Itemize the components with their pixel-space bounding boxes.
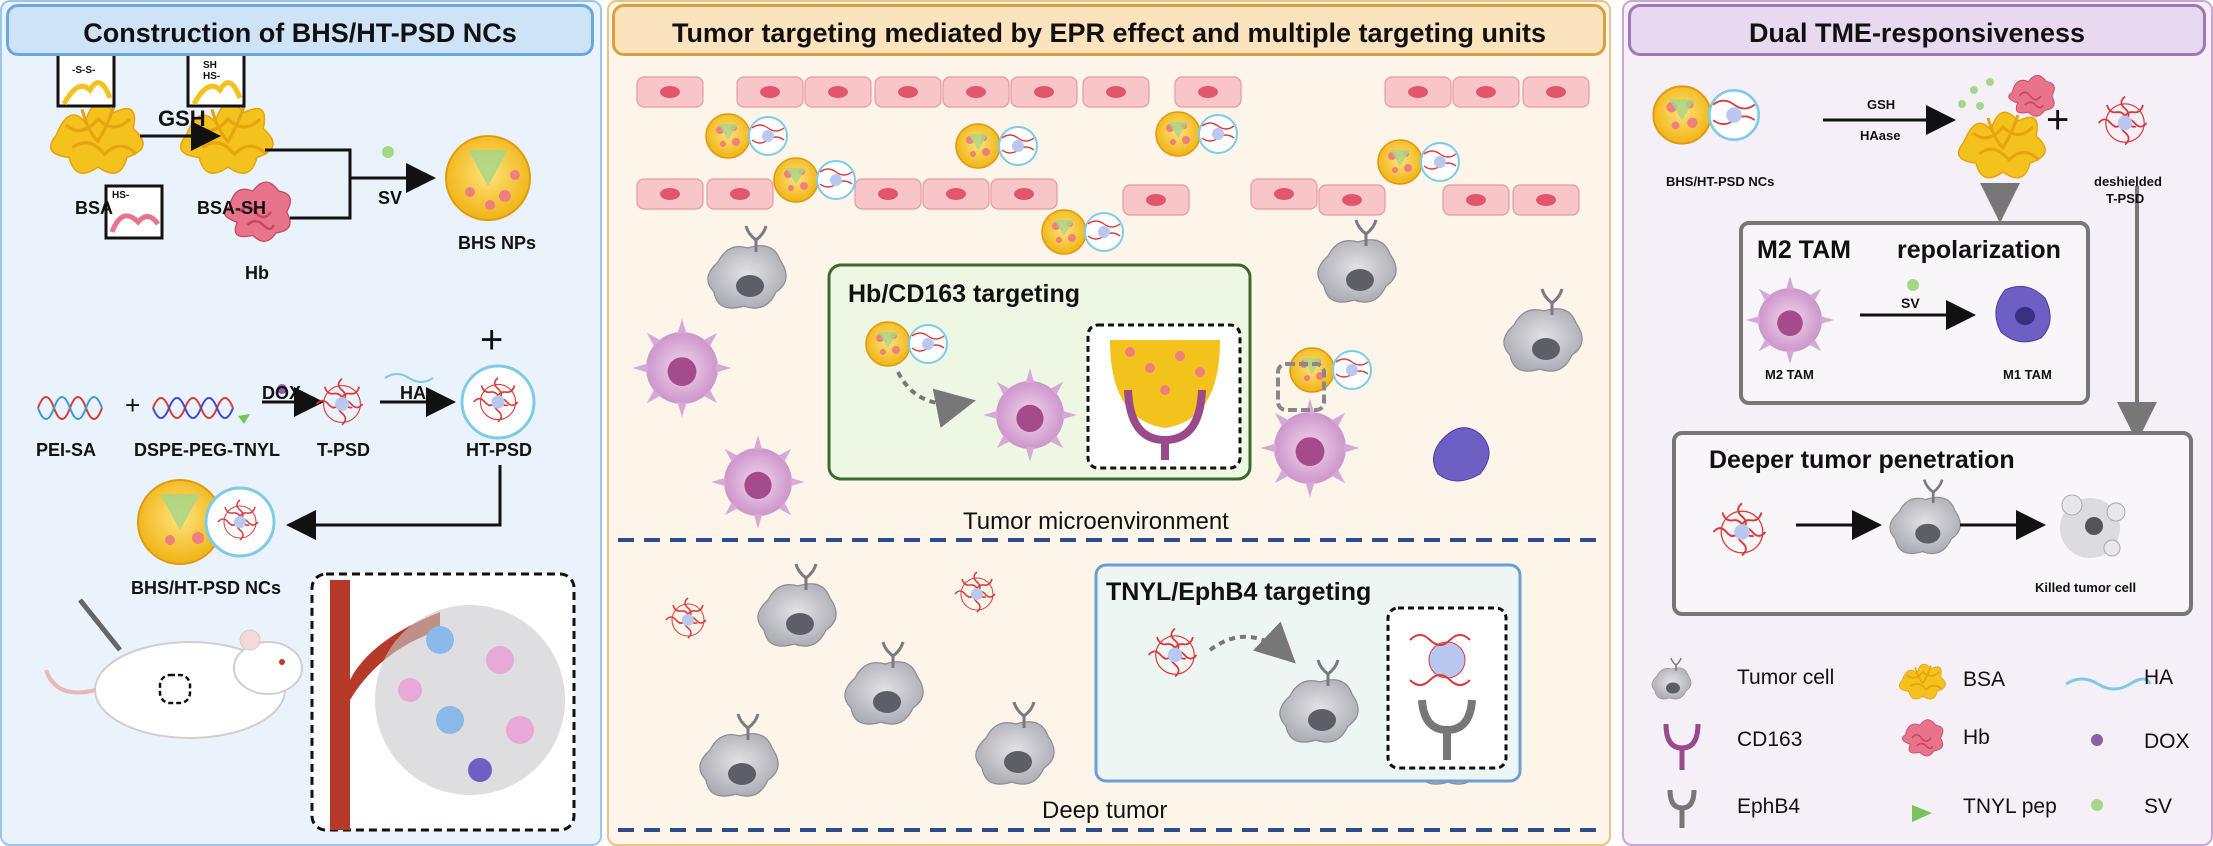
binding-highlight bbox=[1276, 362, 1326, 412]
legend-bsa: BSA bbox=[1963, 668, 2006, 691]
targeting-title: Tumor targeting mediated by EPR effect a… bbox=[612, 4, 1606, 56]
ha-label: HA bbox=[400, 383, 426, 403]
repolarization-heading: repolarization bbox=[1897, 236, 2061, 264]
thiol-label: SH HS- bbox=[203, 60, 221, 82]
hb-label: Hb bbox=[245, 263, 269, 283]
hs-label: HS- bbox=[112, 190, 130, 201]
deeper-heading: Deeper tumor penetration bbox=[1709, 446, 2015, 474]
bhs-ht-label: BHS/HT-PSD NCs bbox=[131, 578, 282, 598]
legend-ha: HA bbox=[2144, 666, 2174, 689]
killed-tumor-cell bbox=[2060, 494, 2126, 558]
sv-dot bbox=[382, 146, 394, 158]
syringe bbox=[78, 598, 122, 652]
dox-dot bbox=[277, 384, 287, 394]
right-sv-label: SV bbox=[1901, 295, 1920, 311]
legend-dox: DOX bbox=[2144, 730, 2190, 753]
bhs-np bbox=[445, 135, 531, 221]
dspe-label: DSPE-PEG-TNYL bbox=[134, 440, 281, 460]
legend bbox=[1651, 657, 2152, 828]
tnyl-title: TNYL/EphB4 targeting bbox=[1106, 578, 1372, 606]
hb-cd163-title: Hb/CD163 targeting bbox=[848, 280, 1080, 308]
legend-ephb4: EphB4 bbox=[1737, 795, 1801, 818]
killed-label: Killed tumor cell bbox=[2035, 580, 2137, 595]
bsa-label: BSA bbox=[75, 198, 114, 218]
deshielded-label: deshielded bbox=[2094, 174, 2162, 189]
deshielded-tpsd bbox=[2097, 95, 2148, 146]
plus-sign: + bbox=[480, 318, 504, 362]
mouse bbox=[44, 598, 303, 739]
disassembled-nc bbox=[1957, 74, 2056, 180]
ephb4-zoom bbox=[1386, 606, 1508, 770]
tme-label: Tumor microenvironment bbox=[963, 508, 1229, 535]
right-bhs-label: BHS/HT-PSD NCs bbox=[1666, 174, 1775, 189]
ht-psd-label: HT-PSD bbox=[466, 440, 533, 460]
legend-sv: SV bbox=[2144, 795, 2173, 818]
m1-macrophage bbox=[1433, 427, 1490, 482]
sv-label: SV bbox=[378, 188, 403, 208]
disulfide-label: -S-S- bbox=[72, 65, 96, 76]
deshielded-tpsd-label: T-PSD bbox=[2106, 191, 2145, 206]
legend-tnyl: TNYL pep bbox=[1963, 795, 2057, 818]
gsh-label: GSH bbox=[158, 106, 206, 131]
bsa-sh-label: BSA-SH bbox=[197, 198, 267, 218]
legend-cd163: CD163 bbox=[1737, 728, 1803, 751]
t-psd-label: T-PSD bbox=[317, 440, 371, 460]
dspe-wave bbox=[152, 397, 234, 419]
cd163-zoom bbox=[1086, 323, 1242, 470]
bhs-nps-label: BHS NPs bbox=[458, 233, 537, 253]
bhs-ht-nc-right bbox=[1652, 85, 1760, 145]
m1-label: M1 TAM bbox=[2003, 367, 2052, 382]
construction-title: Construction of BHS/HT-PSD NCs bbox=[6, 4, 594, 56]
legend-tumor: Tumor cell bbox=[1737, 666, 1835, 689]
m2-tam-heading: M2 TAM bbox=[1757, 236, 1851, 264]
bhs-ht-nc bbox=[137, 479, 276, 565]
tme-title: Dual TME-responsiveness bbox=[1628, 4, 2206, 56]
tumor-zoom-inset bbox=[310, 572, 576, 832]
repolarization-box bbox=[1739, 221, 2090, 405]
assembly-arrow bbox=[286, 465, 502, 540]
plus-sign-small: + bbox=[125, 390, 141, 420]
t-psd-particle bbox=[315, 377, 364, 426]
right-gsh-label: GSH bbox=[1867, 97, 1896, 112]
bsa-molecule bbox=[49, 101, 145, 175]
tme-panel bbox=[1622, 0, 2213, 846]
pei-sa-label: PEI-SA bbox=[36, 440, 97, 460]
ht-psd-particle bbox=[460, 364, 536, 440]
dox-label: DOX bbox=[262, 383, 302, 403]
right-plus: + bbox=[2046, 98, 2070, 142]
legend-hb: Hb bbox=[1963, 726, 1990, 749]
right-haase-label: HAase bbox=[1860, 128, 1901, 143]
m2-label: M2 TAM bbox=[1765, 367, 1814, 382]
deep-tumor-label: Deep tumor bbox=[1042, 797, 1168, 824]
